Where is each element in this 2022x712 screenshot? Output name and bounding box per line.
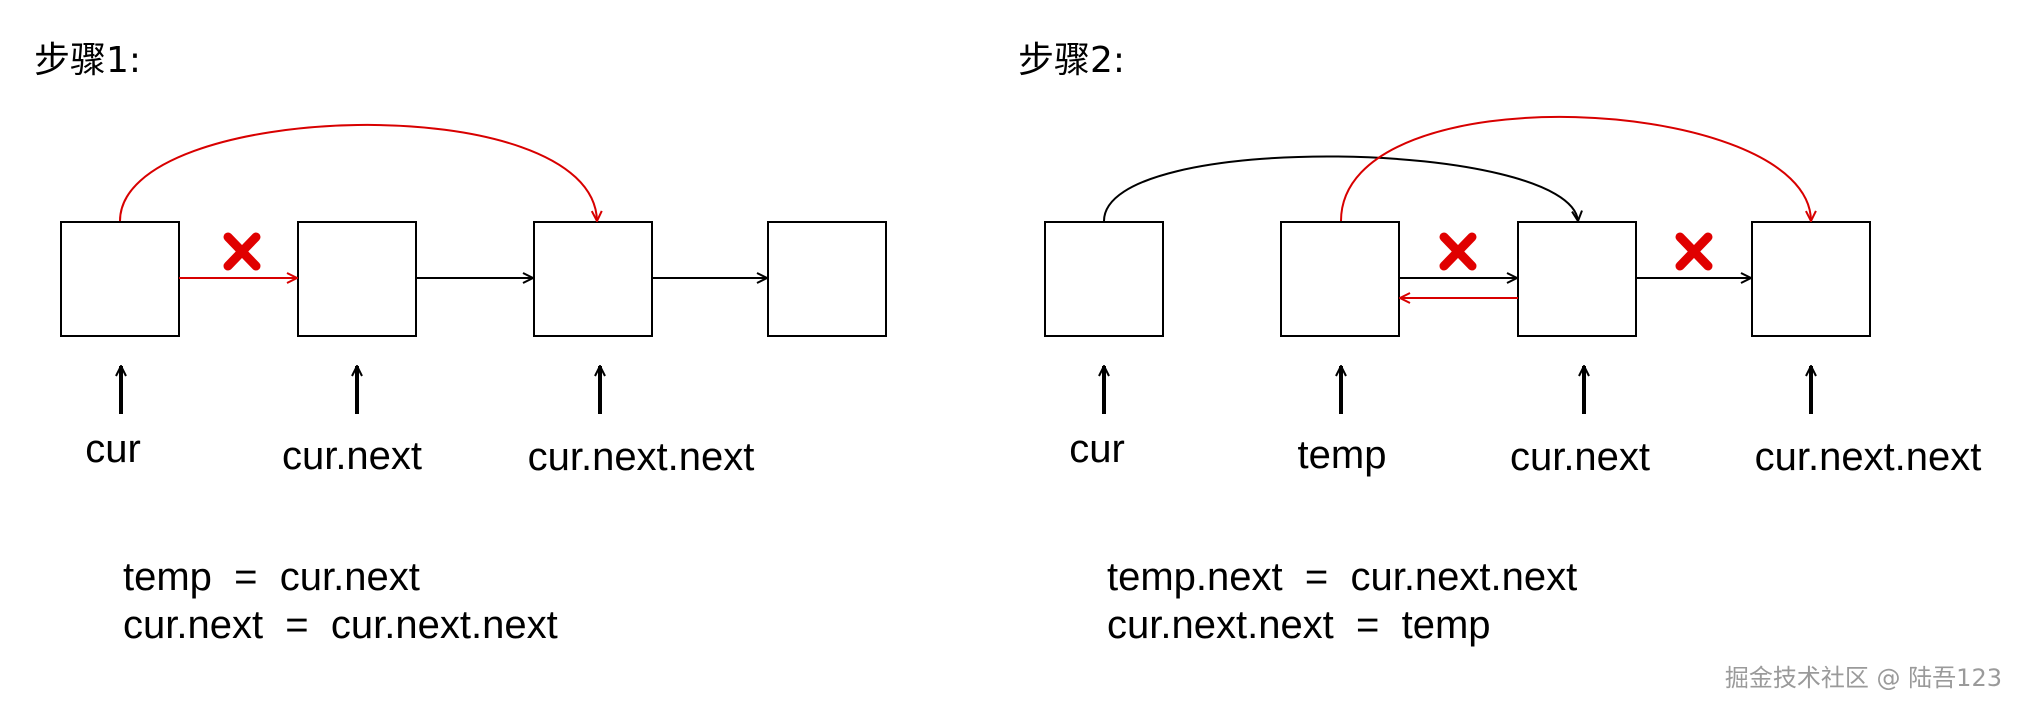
step-1-label-cur-next: cur.next (282, 434, 422, 478)
step-1-cut-mark (223, 232, 261, 271)
step-1-label-cur-next-next: cur.next.next (528, 435, 755, 479)
step-2-code-line-2: cur.next.next = temp (1107, 603, 1491, 647)
step-2-cut-mark-1 (1439, 232, 1477, 271)
step-1-code-line-2: cur.next = cur.next.next (123, 603, 558, 647)
step-1-link-1-3-new (119, 124, 597, 221)
step-1-label-cur: cur (85, 427, 141, 471)
step-1-code-line-1: temp = cur.next (123, 555, 420, 599)
step-2-label-cur-next: cur.next (1510, 435, 1650, 479)
step-2-label-temp: temp (1298, 433, 1387, 477)
step-2-label-cur: cur (1069, 427, 1125, 471)
step-2-node-cur-next-next (1751, 221, 1871, 337)
step-1-node-3 (533, 221, 653, 337)
step-2-node-cur (1044, 221, 1164, 337)
step-1-node-4 (767, 221, 887, 337)
step-2-cut-mark-2 (1675, 232, 1713, 271)
step-2-link-temp-to-cur-next-next-new (1340, 115, 1811, 221)
step-2-code-line-1: temp.next = cur.next.next (1107, 555, 1577, 599)
step-2-label-cur-next-next: cur.next.next (1755, 435, 1982, 479)
step-1-node-1 (60, 221, 180, 337)
step-2-node-cur-next (1517, 221, 1637, 337)
step-1-panel: 步骤1: cur cur.next cur.next.next temp = c… (34, 40, 887, 647)
watermark: 掘金技术社区 @ 陆吾123 (1725, 664, 2002, 692)
step-2-link-cur-to-cur-next (1103, 155, 1578, 221)
step-2-node-temp (1280, 221, 1400, 337)
step-2-title: 步骤2: (1018, 40, 1125, 81)
step-1-node-2 (297, 221, 417, 337)
step-1-title: 步骤1: (34, 40, 141, 81)
step-2-panel: 步骤2: cur temp cur.next cur.next.nex (1018, 40, 1981, 647)
